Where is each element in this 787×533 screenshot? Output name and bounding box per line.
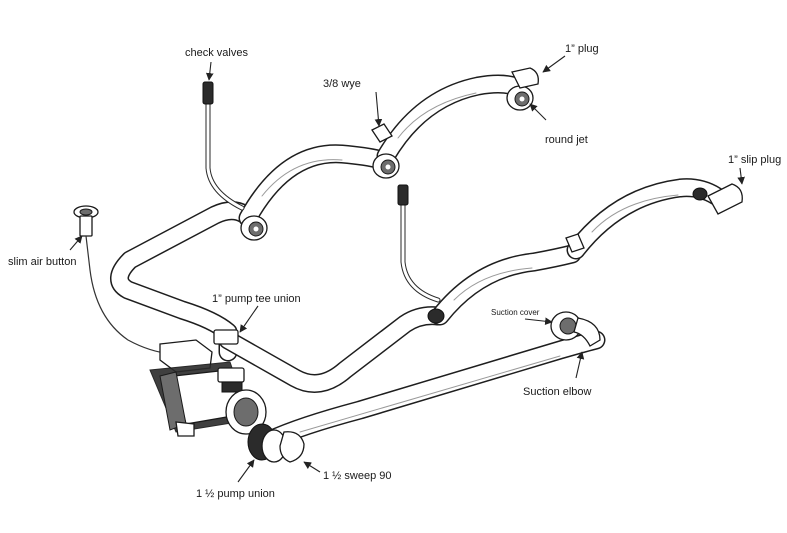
suction-cover-fitting [550,311,601,347]
callout-arrows [69,55,745,483]
label-suction-cover: Suction cover [491,308,540,317]
slim-air-button [73,205,173,355]
check-valve-left [202,81,214,105]
round-jet-2 [372,153,400,179]
label-check-valves: check valves [185,47,248,59]
slip-plug-fitting [692,183,743,215]
tee-fitting-right [427,308,445,324]
plug-fitting [511,67,539,89]
check-valve-right [397,184,409,206]
round-jet-1 [240,215,268,241]
label-pump-tee-union: 1” pump tee union [212,293,301,305]
upper-manifold-pipe [238,74,524,228]
right-manifold-pipe [430,178,726,326]
wye-fitting-right [565,233,585,253]
round-jet-3 [506,85,534,111]
label-wye: 3/8 wye [323,78,361,90]
label-suction-elbow: Suction elbow [523,386,592,398]
pump [149,339,267,437]
label-pump-union: 1 ½ pump union [196,488,275,500]
air-lines [205,99,441,303]
label-slip-plug: 1” slip plug [728,154,782,166]
supply-pipe [110,201,448,393]
label-sweep-90: 1 ½ sweep 90 [323,470,392,482]
label-plug: 1” plug [565,43,599,55]
pump-union [247,423,287,463]
pump-tee-union [213,329,239,345]
label-slim-air-button: slim air button [8,256,77,268]
sweep-90-fitting [279,431,305,463]
label-round-jet: round jet [545,134,588,146]
